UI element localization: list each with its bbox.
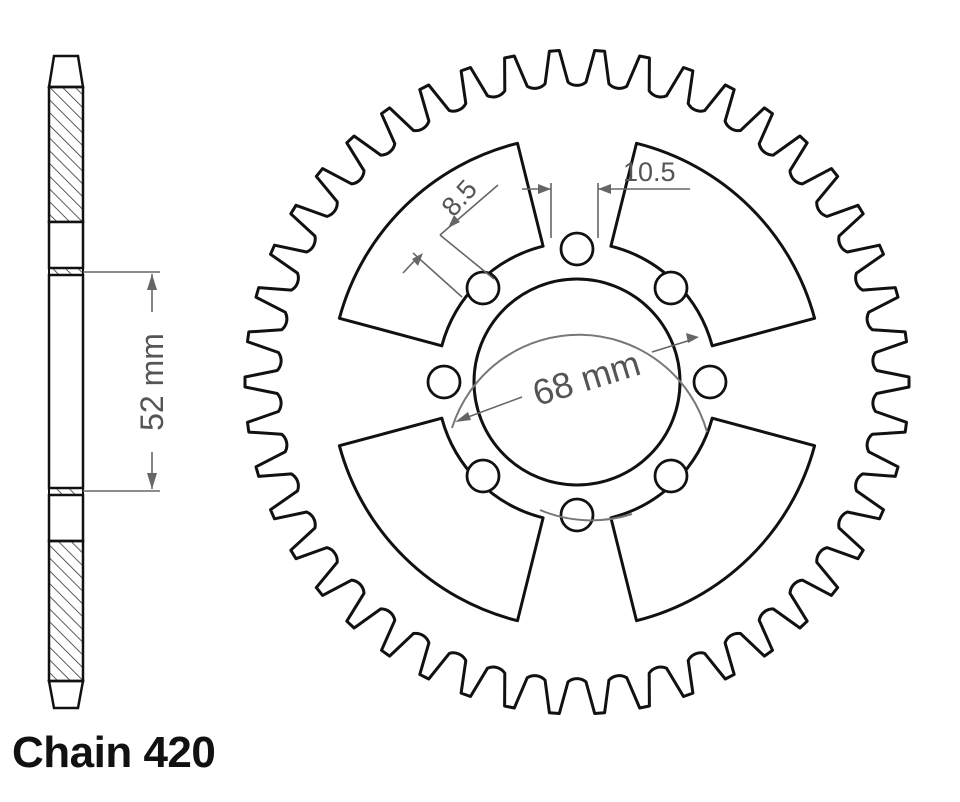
side-view-bottom-tooth: [47, 679, 85, 710]
sprocket-side-view: [47, 54, 85, 710]
cutout-2: [609, 141, 817, 348]
bolt-hole-7: [426, 364, 462, 400]
side-view-lower-band: [47, 493, 85, 543]
bolt-circle-arc-bottom: [539, 509, 633, 522]
bolt-hole-label: 8.5: [436, 174, 483, 222]
hub-offset-dimension: 52 mm: [83, 271, 170, 492]
cutout-1: [337, 141, 545, 348]
bolt-hole-8: [465, 270, 501, 306]
side-view-upper-section: [47, 85, 85, 224]
side-view-upper-band: [47, 220, 85, 270]
sprocket-outline: [243, 49, 911, 715]
bolt-circle-arc: [451, 333, 708, 433]
side-view-top-tooth: [47, 54, 85, 89]
center-bore-label: 68 mm: [528, 342, 645, 413]
bolt-hole-1: [559, 231, 595, 267]
bolt-spacing-label: 10.5: [623, 157, 676, 187]
bolt-hole-2: [653, 270, 689, 306]
chain-size-caption: Chain 420: [12, 728, 216, 777]
bolt-hole-6: [465, 458, 501, 494]
bolt-hole-3: [692, 364, 728, 400]
bolt-holes: [426, 231, 728, 533]
cutout-3: [609, 416, 817, 623]
side-view-lower-section: [47, 539, 85, 683]
bolt-hole-4: [653, 458, 689, 494]
hub-offset-label: 52 mm: [134, 333, 170, 431]
bolt-hole-5: [559, 497, 595, 533]
side-view-hub: [47, 273, 85, 490]
cutout-4: [337, 416, 545, 623]
